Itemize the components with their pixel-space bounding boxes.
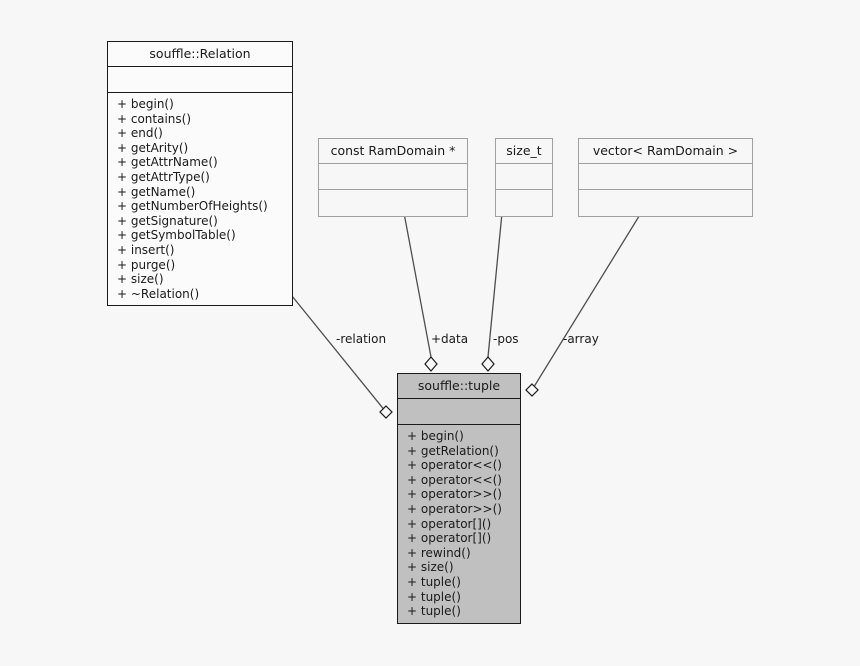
- class-operations-souffle-tuple: + begin() + getRelation() + operator<<()…: [398, 425, 520, 623]
- class-attributes-const-ramdomain-pointer: [319, 164, 467, 190]
- operation-item: + operator<<(): [407, 472, 502, 487]
- operation-item: + tuple(): [407, 604, 461, 619]
- class-box-vector-ramdomain[interactable]: vector< RamDomain >: [578, 138, 753, 217]
- class-operations-size-t: [496, 190, 552, 216]
- operation-item: + size(): [117, 272, 164, 287]
- class-title-const-ramdomain-pointer: const RamDomain *: [319, 139, 467, 164]
- class-attributes-souffle-tuple: [398, 399, 520, 425]
- operation-item: + end(): [117, 126, 163, 141]
- operation-item: + getNumberOfHeights(): [117, 199, 268, 214]
- operation-item: + contains(): [117, 111, 192, 126]
- class-attributes-vector-ramdomain: [579, 164, 752, 190]
- class-title-vector-ramdomain: vector< RamDomain >: [579, 139, 752, 164]
- operation-item: + size(): [407, 560, 454, 575]
- edge-label-array: -array: [563, 332, 599, 346]
- aggregation-diamond-relation: [379, 405, 393, 419]
- class-title-souffle-tuple: souffle::tuple: [398, 374, 520, 399]
- operation-item: + operator>>(): [407, 501, 502, 516]
- operation-item: + operator>>(): [407, 487, 502, 502]
- operation-item: + getName(): [117, 184, 196, 199]
- operation-item: + insert(): [117, 242, 175, 257]
- class-box-souffle-tuple[interactable]: souffle::tuple + begin() + getRelation()…: [397, 373, 521, 624]
- aggregation-diamond-array: [525, 383, 539, 397]
- operation-item: + getSignature(): [117, 213, 218, 228]
- operation-item: + operator<<(): [407, 458, 502, 473]
- class-title-souffle-relation: souffle::Relation: [108, 42, 292, 67]
- operation-item: + getAttrName(): [117, 155, 218, 170]
- aggregation-diamond-pos: [481, 356, 495, 372]
- class-operations-const-ramdomain-pointer: [319, 190, 467, 216]
- operation-item: + operator[](): [407, 516, 492, 531]
- edge-label-relation: -relation: [336, 332, 387, 346]
- operation-item: + tuple(): [407, 574, 461, 589]
- operation-item: + rewind(): [407, 545, 471, 560]
- class-attributes-souffle-relation: [108, 67, 292, 93]
- class-operations-vector-ramdomain: [579, 190, 752, 216]
- class-box-const-ramdomain-pointer[interactable]: const RamDomain *: [318, 138, 468, 217]
- operation-item: + getAttrType(): [117, 169, 210, 184]
- class-box-size-t[interactable]: size_t: [495, 138, 553, 217]
- operation-item: + getRelation(): [407, 443, 499, 458]
- operation-item: + tuple(): [407, 589, 461, 604]
- operation-item: + operator[](): [407, 531, 492, 546]
- operation-item: + purge(): [117, 257, 176, 272]
- edge-label-pos: -pos: [493, 332, 519, 346]
- edge-pos: [481, 212, 503, 372]
- class-title-size-t: size_t: [496, 139, 552, 164]
- edge-data: [403, 212, 438, 372]
- edge-relation: [291, 295, 393, 419]
- operation-item: + begin(): [407, 429, 464, 443]
- class-operations-souffle-relation: + begin() + contains() + end() + getArit…: [108, 93, 292, 305]
- edge-label-data: +data: [431, 332, 469, 346]
- aggregation-diamond-data: [424, 356, 438, 372]
- operation-item: + ~Relation(): [117, 286, 200, 301]
- operation-item: + getSymbolTable(): [117, 228, 236, 243]
- operation-item: + getArity(): [117, 140, 189, 155]
- edge-array: [525, 212, 642, 397]
- class-attributes-size-t: [496, 164, 552, 190]
- class-box-souffle-relation[interactable]: souffle::Relation + begin() + contains()…: [107, 41, 293, 307]
- operation-item: + begin(): [117, 97, 174, 111]
